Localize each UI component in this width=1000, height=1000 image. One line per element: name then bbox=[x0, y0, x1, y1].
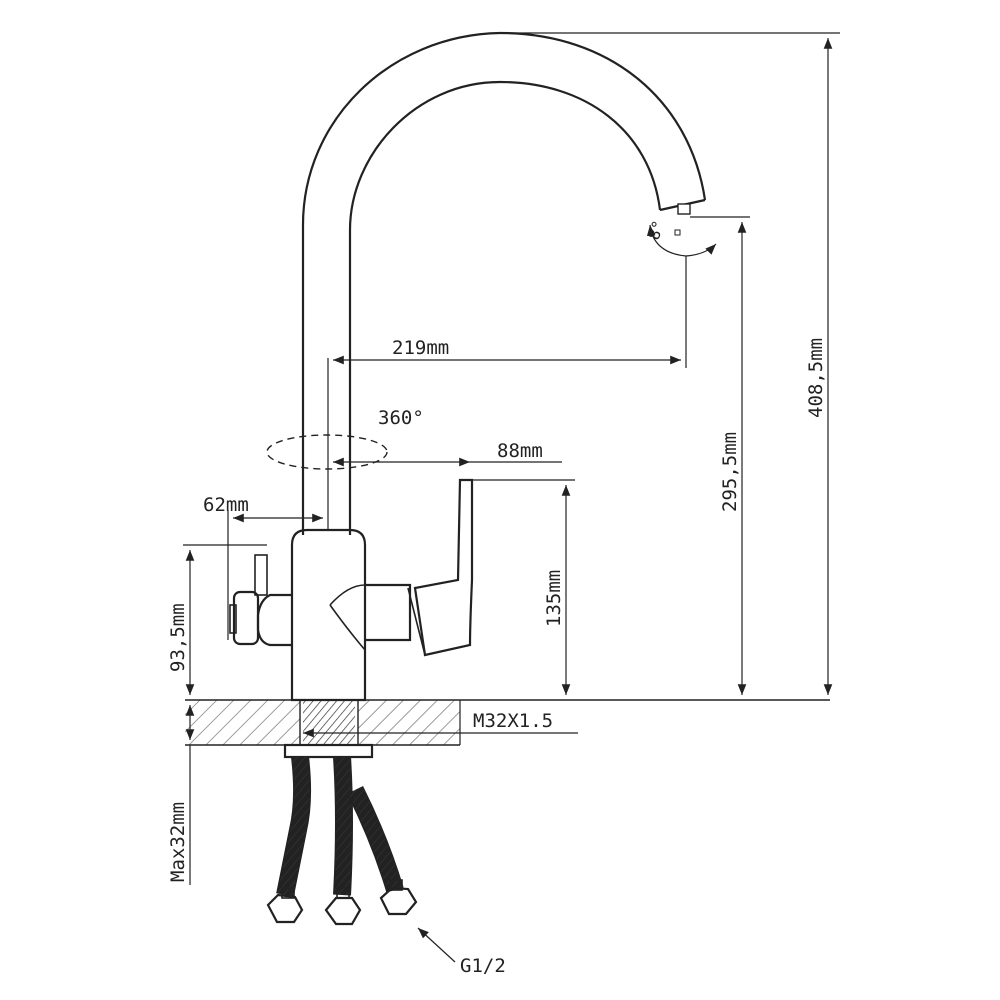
thread-label: M32X1.5 bbox=[473, 710, 553, 732]
countertop-section bbox=[185, 699, 830, 746]
aerator-angle: 8° bbox=[644, 218, 717, 257]
lever-handle bbox=[407, 478, 474, 657]
dim-rotation: 360° bbox=[266, 407, 424, 470]
aerator-angle-label: 8° bbox=[644, 218, 668, 243]
connection-label: G1/2 bbox=[460, 955, 506, 977]
lever-reach-label: 88mm bbox=[497, 440, 543, 462]
total-height-label: 408,5mm bbox=[805, 338, 827, 418]
spout-height-label: 295,5mm bbox=[719, 432, 741, 512]
dim-max-thickness: Max32mm bbox=[167, 705, 195, 885]
thread-rod bbox=[303, 700, 355, 745]
dim-connection: G1/2 bbox=[417, 927, 506, 977]
spout-reach-label: 219mm bbox=[392, 337, 449, 359]
dim-body-height: 135mm bbox=[472, 479, 575, 695]
mounting-nut bbox=[283, 743, 374, 759]
max-thickness-label: Max32mm bbox=[167, 802, 189, 882]
braided-hoses bbox=[276, 755, 404, 897]
dim-spout-height: 295,5mm bbox=[690, 216, 750, 695]
dim-total-height: 408,5mm bbox=[500, 32, 840, 695]
side-height-label: 93,5mm bbox=[167, 603, 189, 672]
dim-side-offset: 62mm bbox=[203, 494, 323, 640]
faucet-body bbox=[290, 528, 412, 702]
dim-thread: M32X1.5 bbox=[303, 700, 578, 745]
spout bbox=[301, 31, 707, 535]
body-height-label: 135mm bbox=[543, 570, 565, 627]
dim-spout-reach: 219mm bbox=[327, 256, 687, 530]
rotation-label: 360° bbox=[378, 407, 424, 429]
hose-fittings bbox=[266, 879, 418, 926]
side-offset-label: 62mm bbox=[203, 494, 249, 516]
dim-side-height: 93,5mm bbox=[167, 544, 267, 695]
dim-lever-reach: 88mm bbox=[333, 440, 562, 467]
side-handle bbox=[229, 554, 292, 647]
